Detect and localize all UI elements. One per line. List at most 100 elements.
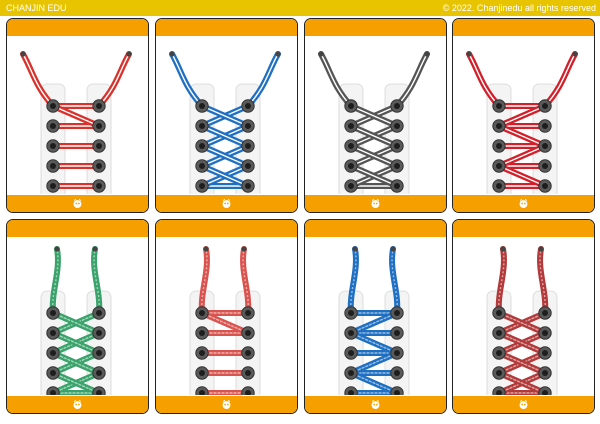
chanjin-logo-icon: [371, 399, 380, 410]
lacing-card: [6, 18, 149, 213]
eyelet-hole: [394, 103, 400, 109]
eyelet-hole: [348, 123, 354, 129]
card-bottom-band: [7, 195, 148, 212]
eyelet-hole: [394, 390, 400, 395]
eyelet-hole: [542, 350, 548, 356]
eyelet-hole: [96, 163, 102, 169]
aglet: [500, 246, 506, 252]
lacing-card: [304, 219, 447, 414]
eyelet-hole: [96, 183, 102, 189]
eyelet-hole: [496, 183, 502, 189]
lace-segment-stripe: [350, 145, 398, 167]
eyelet-hole: [96, 350, 102, 356]
shoe-lacing-illustration: [318, 51, 430, 194]
card-bottom-band: [156, 195, 297, 212]
lace-segment-stripe: [52, 105, 100, 127]
lace-segment-stripe: [498, 372, 546, 394]
aglet: [169, 51, 175, 57]
lace-segment-stripe: [201, 105, 249, 127]
eyelet-hole: [394, 370, 400, 376]
lacing-card: [452, 219, 595, 414]
eyelet-hole: [496, 143, 502, 149]
shoe-lacing-illustration: [20, 51, 132, 194]
card-top-band: [7, 19, 148, 36]
eyelet-hole: [96, 123, 102, 129]
eyelet-hole: [496, 163, 502, 169]
eyelet-hole: [245, 163, 251, 169]
aglet: [424, 51, 430, 57]
lace-segment-stripe: [350, 312, 398, 334]
eyelet-hole: [348, 103, 354, 109]
eyelet-hole: [496, 390, 502, 395]
chanjin-logo-icon: [222, 399, 231, 410]
lace-segment-stripe: [498, 145, 546, 167]
card-bottom-band: [305, 195, 446, 212]
eyelet-hole: [50, 143, 56, 149]
eyelet-hole: [496, 310, 502, 316]
shoe-lacing-illustration: [486, 246, 558, 395]
eyelet-hole: [50, 163, 56, 169]
shoe-lacing-illustration: [40, 246, 112, 395]
eyelet-hole: [199, 310, 205, 316]
eyelet-hole: [542, 123, 548, 129]
eyelet-hole: [542, 370, 548, 376]
eyelet-hole: [348, 330, 354, 336]
eyelet-hole: [245, 183, 251, 189]
eyelet-hole: [394, 350, 400, 356]
card-bottom-band: [453, 195, 594, 212]
eyelet-hole: [496, 103, 502, 109]
eyelet-hole: [348, 310, 354, 316]
lace-segment-stripe: [350, 105, 398, 127]
eyelet-hole: [394, 310, 400, 316]
eyelet-hole: [50, 350, 56, 356]
lace-end-stripe: [391, 248, 398, 314]
eyelet-hole: [348, 183, 354, 189]
lace-end-stripe: [93, 248, 100, 314]
lace-end-stripe: [498, 248, 505, 314]
eyelet-hole: [542, 183, 548, 189]
card-top-band: [156, 19, 297, 36]
lace-segment-stripe: [498, 332, 546, 354]
lacing-card: [155, 18, 298, 213]
eyelet-hole: [542, 330, 548, 336]
eyelet-hole: [496, 123, 502, 129]
lacing-card: [6, 219, 149, 414]
eyelet-hole: [50, 390, 56, 395]
lace-segment-stripe: [52, 312, 100, 334]
eyelet-hole: [394, 123, 400, 129]
shoe-lacing-illustration: [466, 51, 578, 194]
eyelet-hole: [50, 310, 56, 316]
eyelet-hole: [199, 370, 205, 376]
eyelet-hole: [199, 390, 205, 395]
eyelet-hole: [96, 143, 102, 149]
chanjin-logo-icon: [519, 399, 528, 410]
eyelet-hole: [394, 183, 400, 189]
lace-segment-stripe: [350, 352, 398, 374]
eyelet-hole: [96, 310, 102, 316]
card-bottom-band: [453, 396, 594, 413]
card-bottom-band: [305, 396, 446, 413]
eyelet-hole: [245, 390, 251, 395]
lacing-card: [155, 219, 298, 414]
aglet: [318, 51, 324, 57]
eyelet-hole: [96, 390, 102, 395]
eyelet-hole: [245, 350, 251, 356]
lace-end-stripe: [201, 248, 208, 314]
lace-segment-stripe: [201, 312, 249, 334]
aglet: [572, 51, 578, 57]
aglet: [92, 246, 98, 252]
card-bottom-band: [156, 396, 297, 413]
lace-segment-stripe: [350, 372, 398, 394]
eyelet-hole: [199, 123, 205, 129]
eyelet-hole: [50, 123, 56, 129]
lacing-card: [304, 18, 447, 213]
eyelet-hole: [394, 163, 400, 169]
eyelet-hole: [394, 330, 400, 336]
lace-segment-stripe: [201, 145, 249, 167]
eyelet-hole: [199, 103, 205, 109]
eyelet-hole: [348, 350, 354, 356]
card-top-band: [453, 19, 594, 36]
aglet: [241, 246, 247, 252]
eyelet-hole: [50, 103, 56, 109]
chanjin-logo-icon: [519, 198, 528, 209]
